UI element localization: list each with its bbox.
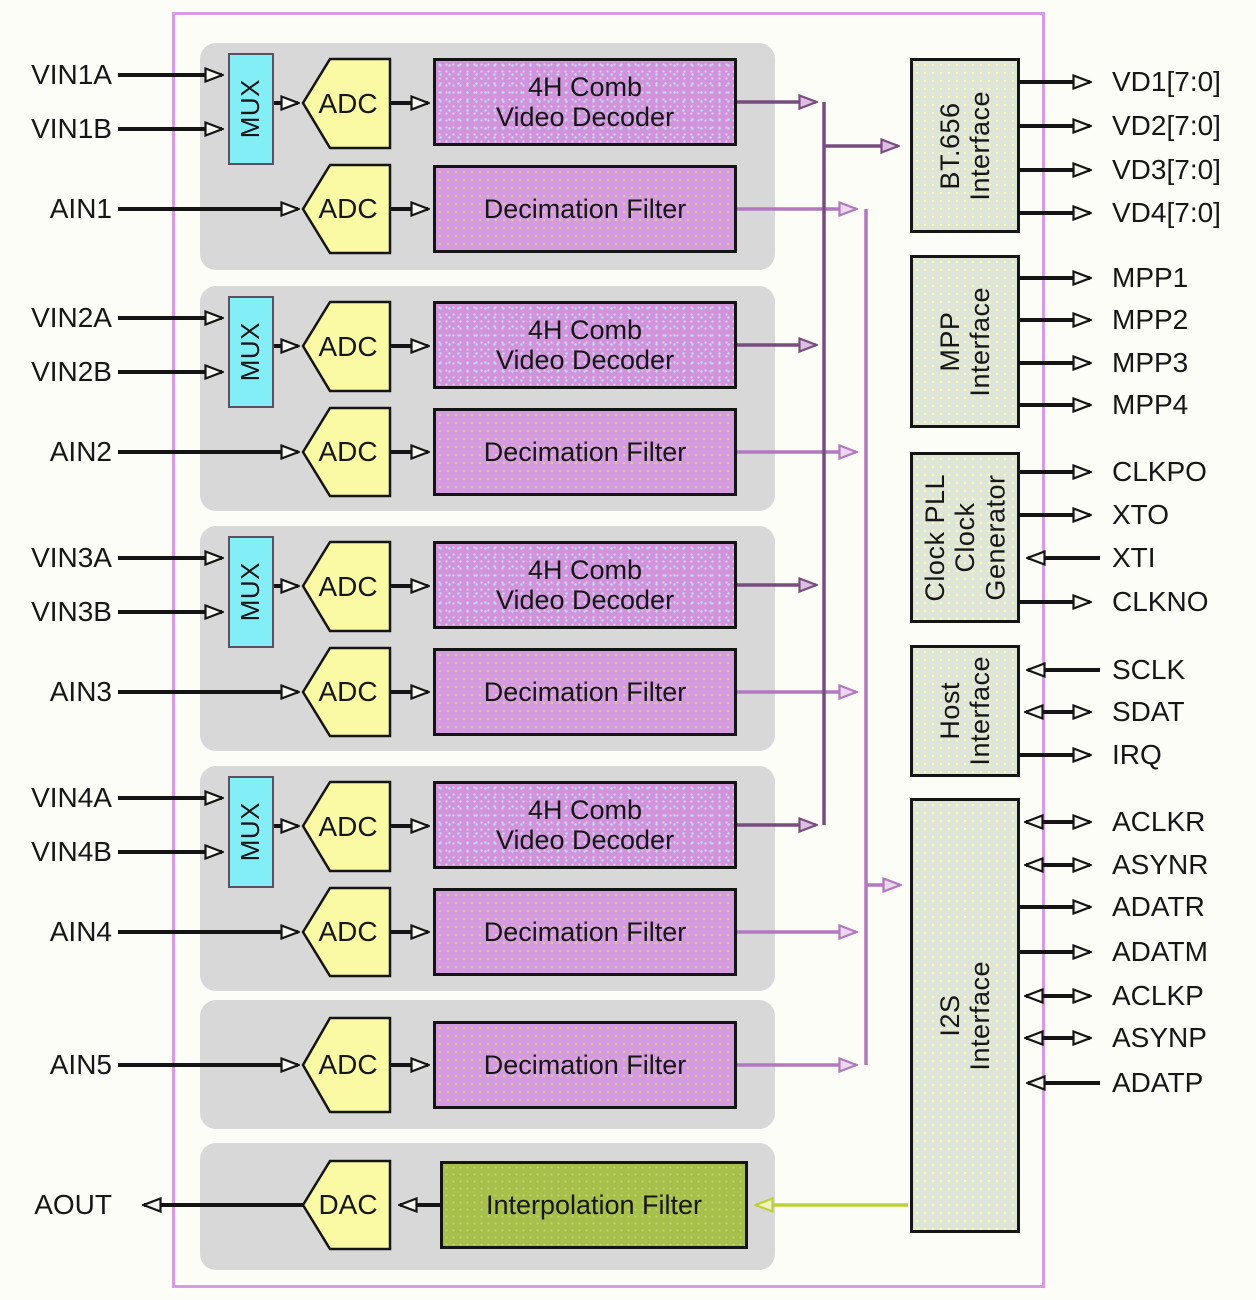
adc-video-label-4: ADC bbox=[318, 810, 378, 842]
decimation-filter-3: Decimation Filter bbox=[433, 648, 737, 736]
output-label-aout: AOUT bbox=[34, 1189, 112, 1220]
pin-label-mpp2: MPP2 bbox=[1112, 304, 1189, 335]
input-label-vin1b: VIN1B bbox=[31, 113, 112, 144]
pin-label-adatr: ADATR bbox=[1112, 891, 1205, 922]
input-label-ain2: AIN2 bbox=[49, 436, 112, 467]
pin-label-vd4-7-0: VD4[7:0] bbox=[1112, 197, 1221, 228]
input-label-vin2b: VIN2B bbox=[31, 356, 112, 387]
decimation-filter-1: Decimation Filter bbox=[433, 165, 737, 253]
mux-block-1: MUX bbox=[228, 53, 274, 165]
adc-video-label-2: ADC bbox=[318, 330, 378, 362]
input-label-ain5: AIN5 bbox=[49, 1049, 112, 1080]
pin-label-adatm: ADATM bbox=[1112, 936, 1208, 967]
host-interface-block: Host Interface bbox=[910, 645, 1020, 777]
pin-label-xti: XTI bbox=[1112, 542, 1156, 573]
input-label-vin3b: VIN3B bbox=[31, 596, 112, 627]
adc-audio-label-2: ADC bbox=[318, 436, 378, 467]
input-label-vin1a: VIN1A bbox=[31, 59, 112, 90]
bt-656-interface-block: BT.656 Interface bbox=[910, 58, 1020, 233]
i2s-interface-block: I2S Interface bbox=[910, 798, 1020, 1233]
comb-video-decoder-1: 4H Comb Video Decoder bbox=[433, 58, 737, 146]
dac-shape bbox=[301, 1159, 392, 1251]
input-label-ain3: AIN3 bbox=[49, 676, 112, 707]
input-label-vin4a: VIN4A bbox=[31, 782, 112, 813]
decimation-filter-5: Decimation Filter bbox=[433, 1021, 737, 1109]
mpp-interface-block: MPP Interface bbox=[910, 255, 1020, 428]
adc-video-label-3: ADC bbox=[318, 570, 378, 602]
input-label-vin4b: VIN4B bbox=[31, 836, 112, 867]
comb-video-decoder-3: 4H Comb Video Decoder bbox=[433, 541, 737, 629]
pin-label-aclkp: ACLKP bbox=[1112, 980, 1204, 1011]
adc-audio-label-4: ADC bbox=[318, 916, 378, 947]
mux-block-3: MUX bbox=[228, 536, 274, 648]
mux-block-2: MUX bbox=[228, 296, 274, 408]
adc-audio-label-1: ADC bbox=[318, 193, 378, 224]
pin-label-aclkr: ACLKR bbox=[1112, 806, 1206, 837]
pin-label-mpp4: MPP4 bbox=[1112, 389, 1189, 420]
pin-label-sdat: SDAT bbox=[1112, 696, 1185, 727]
decimation-filter-2: Decimation Filter bbox=[433, 408, 737, 496]
adc-audio-label-5: ADC bbox=[318, 1049, 378, 1080]
pin-label-adatp: ADATP bbox=[1112, 1067, 1204, 1098]
clock-pll-interface-block: Clock PLL Clock Generator bbox=[910, 452, 1020, 623]
adc-video-label-1: ADC bbox=[318, 87, 378, 119]
pin-label-irq: IRQ bbox=[1112, 739, 1162, 770]
mux-block-4: MUX bbox=[228, 776, 274, 888]
chip-boundary bbox=[172, 12, 1045, 1288]
pin-label-xto: XTO bbox=[1112, 499, 1170, 530]
decimation-filter-4: Decimation Filter bbox=[433, 888, 737, 976]
dac-label: DAC bbox=[318, 1189, 378, 1220]
input-label-vin2a: VIN2A bbox=[31, 302, 112, 333]
pin-label-asynp: ASYNP bbox=[1112, 1022, 1207, 1053]
pin-label-sclk: SCLK bbox=[1112, 654, 1186, 685]
adc-audio-label-3: ADC bbox=[318, 676, 378, 707]
pin-label-mpp3: MPP3 bbox=[1112, 347, 1189, 378]
comb-video-decoder-2: 4H Comb Video Decoder bbox=[433, 301, 737, 389]
pin-label-mpp1: MPP1 bbox=[1112, 262, 1189, 293]
pin-label-asynr: ASYNR bbox=[1112, 849, 1209, 880]
pin-label-vd1-7-0: VD1[7:0] bbox=[1112, 66, 1221, 97]
input-label-ain4: AIN4 bbox=[49, 916, 112, 947]
pin-label-vd3-7-0: VD3[7:0] bbox=[1112, 154, 1221, 185]
input-label-vin3a: VIN3A bbox=[31, 542, 112, 573]
pin-label-clkpo: CLKPO bbox=[1112, 456, 1207, 487]
pin-label-vd2-7-0: VD2[7:0] bbox=[1112, 110, 1221, 141]
input-label-ain1: AIN1 bbox=[49, 193, 112, 224]
comb-video-decoder-4: 4H Comb Video Decoder bbox=[433, 781, 737, 869]
pin-label-clkno: CLKNO bbox=[1112, 586, 1209, 617]
interpolation-filter: Interpolation Filter bbox=[440, 1161, 748, 1249]
